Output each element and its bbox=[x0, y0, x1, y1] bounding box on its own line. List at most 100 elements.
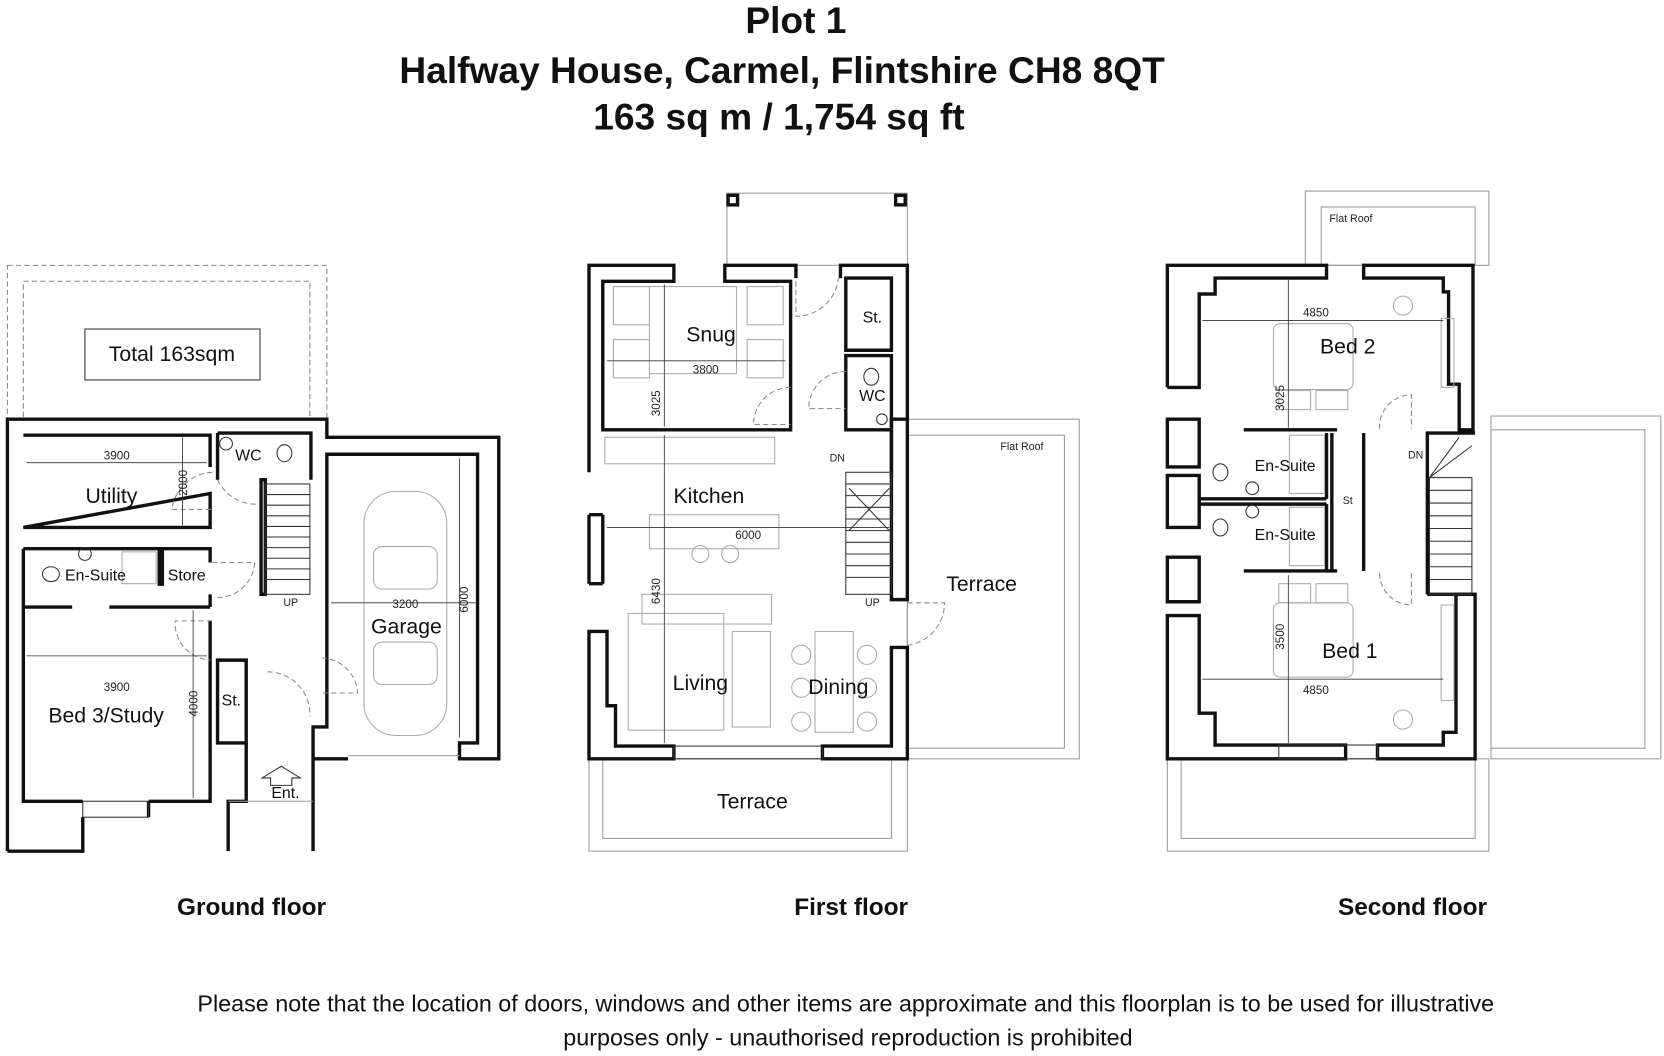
dim-bed3-width: 3900 bbox=[104, 681, 130, 694]
room-st: St. bbox=[222, 693, 241, 710]
room-st: St. bbox=[863, 310, 882, 327]
bed2-door bbox=[1379, 394, 1412, 429]
bed1-door bbox=[1379, 573, 1412, 606]
dim-bed1-height: 3500 bbox=[1274, 623, 1287, 649]
left-wall-piers bbox=[1165, 417, 1201, 604]
wc-walls bbox=[844, 353, 894, 432]
utility-walls bbox=[23, 433, 212, 530]
room-dining: Dining bbox=[808, 676, 868, 699]
room-store: Store bbox=[168, 568, 206, 585]
first-left-wall-bottom bbox=[587, 629, 676, 761]
first-outer-wall-top bbox=[587, 263, 910, 478]
property-area: 163 sq m / 1,754 sq ft bbox=[593, 96, 964, 138]
room-bed2: Bed 2 bbox=[1320, 335, 1375, 358]
room-terrace-bottom: Terrace bbox=[717, 791, 788, 814]
shower-tray bbox=[121, 551, 157, 585]
stairs-down-label: DN bbox=[830, 453, 845, 465]
room-ensuite-1: En-Suite bbox=[1255, 458, 1316, 475]
room-st: St bbox=[1343, 495, 1353, 507]
plot-title: Plot 1 bbox=[745, 0, 846, 41]
second-stairs bbox=[1428, 436, 1473, 595]
ensuite-walls bbox=[1199, 428, 1338, 573]
flat-roof-label: Flat Roof bbox=[1329, 213, 1372, 225]
side-flat-roof bbox=[1490, 415, 1662, 760]
room-utility: Utility bbox=[85, 485, 137, 508]
room-wc: WC bbox=[859, 388, 886, 405]
dim-main-width: 6000 bbox=[735, 529, 761, 542]
wc-door bbox=[217, 479, 258, 505]
wc-door bbox=[808, 370, 846, 410]
second-furniture bbox=[1212, 295, 1455, 730]
second-floor-label: Second floor bbox=[1338, 894, 1488, 921]
garage-door bbox=[321, 657, 359, 694]
bed3-walls bbox=[21, 548, 212, 803]
stairs-up-label: UP bbox=[283, 597, 298, 609]
bed2-corner-wall bbox=[1165, 263, 1329, 390]
second-stair-wall bbox=[1425, 431, 1476, 597]
header: Plot 1 Halfway House, Carmel, Flintshire… bbox=[399, 0, 1165, 138]
disclaimer: Please note that the location of doors, … bbox=[197, 990, 1494, 1050]
entry-door bbox=[795, 278, 839, 317]
dim-main-height: 6430 bbox=[650, 578, 663, 604]
basin-icon bbox=[78, 547, 92, 561]
room-bed1: Bed 1 bbox=[1322, 640, 1377, 663]
store-divider bbox=[157, 548, 165, 586]
bottom-roof bbox=[1166, 758, 1490, 852]
ensuite-walls bbox=[23, 546, 212, 608]
first-stair-wall bbox=[889, 419, 910, 602]
stairs-up-label: UP bbox=[865, 597, 880, 609]
first-floor-label: First floor bbox=[794, 894, 908, 921]
first-furniture bbox=[604, 286, 888, 733]
wc-walls bbox=[215, 431, 313, 480]
store-walls bbox=[1324, 433, 1366, 571]
bed1-corner-wall bbox=[1165, 613, 1348, 761]
entrance-walls bbox=[311, 689, 349, 852]
room-ensuite: En-Suite bbox=[65, 568, 126, 585]
disclaimer-line-2: purposes only - unauthorised reproductio… bbox=[563, 1024, 1132, 1050]
snug-door bbox=[752, 386, 791, 426]
dim-bed2-width: 4850 bbox=[1303, 306, 1329, 319]
dim-bed1-width: 4850 bbox=[1303, 684, 1329, 697]
dim-bed2-height: 3025 bbox=[1274, 385, 1287, 411]
room-snug: Snug bbox=[686, 324, 736, 347]
room-kitchen: Kitchen bbox=[674, 485, 745, 508]
total-area-box bbox=[84, 328, 261, 381]
ground-outer-wall bbox=[5, 417, 501, 852]
toilet-icon bbox=[276, 444, 293, 463]
first-floor-plan: 3800 3025 6000 6430 Snug St. WC Kitchen … bbox=[587, 192, 1080, 921]
first-stairs bbox=[845, 471, 892, 595]
dim-garage-height: 6000 bbox=[458, 586, 471, 612]
room-garage: Garage bbox=[371, 616, 442, 639]
second-floor-plan: 4850 3025 4850 3500 Flat Roof Bed 2 En-S… bbox=[1165, 190, 1662, 921]
dim-snug-height: 3025 bbox=[650, 390, 663, 416]
ground-floor-plan: Total 163sqm bbox=[5, 264, 501, 921]
bed2-right-wall bbox=[1361, 263, 1475, 432]
dim-snug-width: 3800 bbox=[693, 364, 719, 377]
total-area-label: Total 163sqm bbox=[109, 343, 235, 366]
store-door bbox=[212, 561, 256, 599]
terrace-door bbox=[907, 602, 946, 646]
room-ensuite-2: En-Suite bbox=[1255, 527, 1316, 544]
pergola bbox=[726, 192, 908, 266]
top-flat-roof bbox=[1304, 190, 1490, 266]
stairs-down-label: DN bbox=[1408, 449, 1423, 461]
property-address: Halfway House, Carmel, Flintshire CH8 8Q… bbox=[399, 49, 1165, 91]
room-living: Living bbox=[673, 672, 728, 695]
bed3-door bbox=[174, 620, 213, 661]
st-walls bbox=[844, 276, 894, 352]
bed3-window bbox=[82, 800, 150, 818]
entrance-label: Ent. bbox=[271, 785, 299, 802]
disclaimer-line-1: Please note that the location of doors, … bbox=[197, 990, 1494, 1016]
car-icon bbox=[363, 490, 448, 736]
room-terrace-side: Terrace bbox=[946, 573, 1017, 596]
ground-stairs bbox=[259, 478, 311, 597]
dim-utility-height: 2000 bbox=[177, 469, 190, 495]
entrance-arrow-icon bbox=[260, 765, 303, 786]
entrance-door bbox=[267, 671, 311, 717]
ground-floor-label: Ground floor bbox=[177, 894, 327, 921]
dim-bed3-height: 4000 bbox=[187, 690, 200, 716]
dim-utility-width: 3900 bbox=[104, 450, 130, 463]
basin-icon bbox=[219, 436, 233, 451]
flat-roof-label: Flat Roof bbox=[1000, 441, 1043, 453]
